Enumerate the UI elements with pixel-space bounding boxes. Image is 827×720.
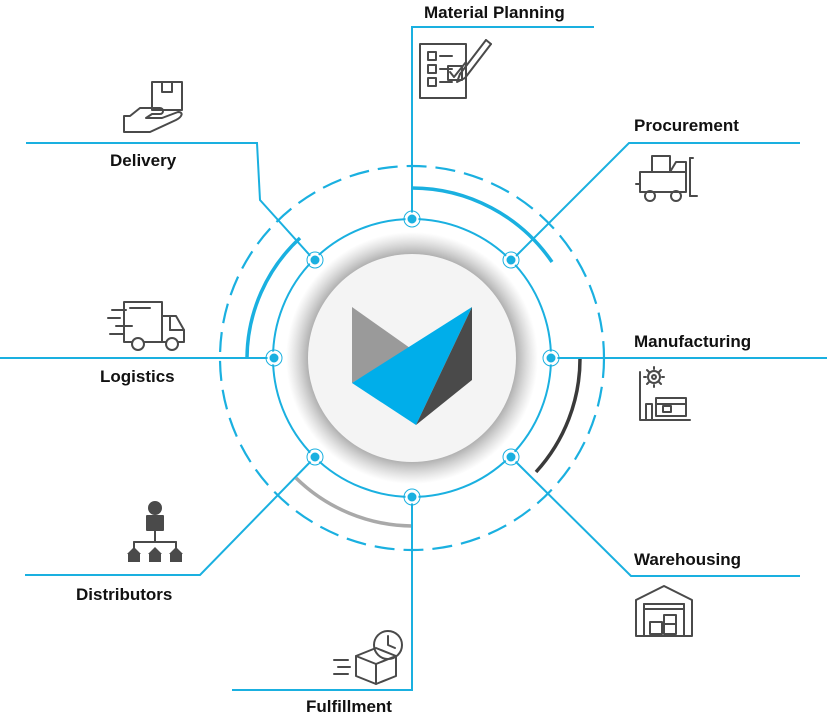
node-left — [267, 351, 281, 365]
hand-box-icon — [123, 81, 183, 133]
label-material-planning: Material Planning — [424, 3, 565, 22]
ring-nodes — [267, 212, 558, 504]
node-bottom — [405, 490, 419, 504]
node-top — [405, 212, 419, 226]
node-top-right — [504, 253, 518, 267]
label-delivery: Delivery — [110, 151, 177, 170]
org-network-icon — [133, 501, 177, 549]
forklift-icon — [635, 155, 698, 202]
arc-bottom-grey — [294, 476, 413, 528]
line-warehousing — [510, 456, 800, 577]
arc-top — [411, 186, 554, 263]
factory-gear-icon — [639, 366, 691, 421]
node-bottom-left — [308, 450, 322, 464]
line-material-planning — [411, 26, 594, 218]
checklist-pencil-icon — [419, 39, 492, 99]
label-procurement: Procurement — [634, 116, 739, 135]
label-logistics: Logistics — [100, 367, 175, 386]
node-top-left — [308, 253, 322, 267]
delivery-truck-icon — [107, 301, 185, 351]
label-distributors: Distributors — [76, 585, 172, 604]
warehouse-boxes-icon — [635, 585, 693, 637]
label-warehousing: Warehousing — [634, 550, 741, 569]
box-clock-icon — [333, 630, 403, 685]
label-fulfillment: Fulfillment — [306, 697, 392, 716]
line-fulfillment — [232, 497, 413, 691]
line-delivery — [26, 142, 316, 262]
label-manufacturing: Manufacturing — [634, 332, 751, 351]
line-distributors — [25, 456, 316, 576]
line-procurement — [510, 142, 800, 262]
arc-right-dark — [534, 357, 582, 474]
node-bottom-right — [504, 450, 518, 464]
company-logo — [352, 307, 472, 425]
node-right — [544, 351, 558, 365]
arc-left — [245, 236, 302, 359]
